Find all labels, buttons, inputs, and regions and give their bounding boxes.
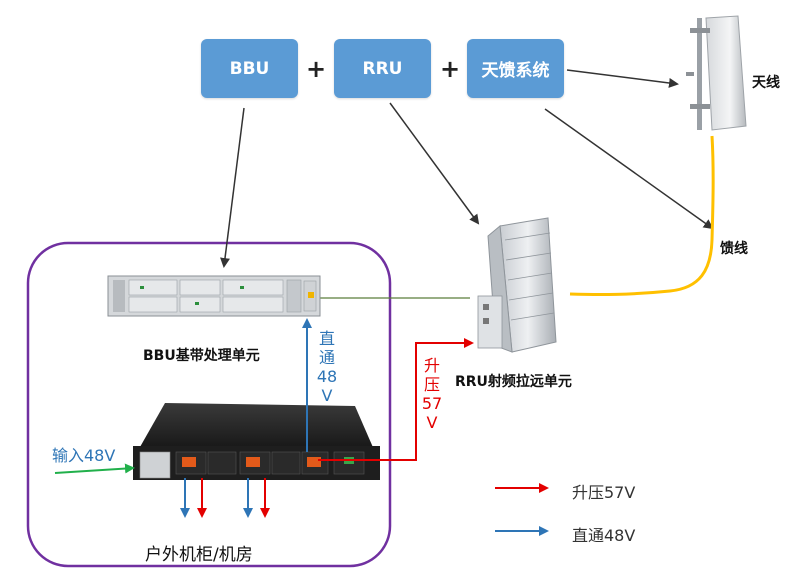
antenna-label: 天线 — [752, 75, 780, 91]
direct-char-3: 48 — [316, 367, 338, 386]
rru-box: RRU — [334, 39, 431, 98]
feeder-label: 馈线 — [720, 241, 748, 257]
arrow-feeder-to-antenna — [566, 69, 679, 88]
bbu-chassis-graphic — [107, 275, 321, 317]
direct-char-1: 直 — [318, 329, 335, 348]
boost-char-3: 57 — [421, 394, 443, 413]
boost-57v-label: 升 压 57 V — [419, 356, 445, 432]
legend-boost-label: 升压57V — [572, 483, 636, 502]
boost-line — [318, 338, 474, 461]
arrow-bbu-to-unit — [220, 107, 245, 268]
direct-char-2: 通 — [318, 348, 335, 367]
plus-sign-1: + — [306, 55, 327, 83]
input-label: 输入48V — [52, 446, 116, 465]
direct-char-4: V — [321, 386, 333, 405]
bbu-unit-label: BBU基带处理单元 — [143, 348, 260, 364]
rru-unit-label: RRU射频拉远单元 — [455, 374, 572, 390]
feeder-system-box: 天馈系统 — [467, 39, 564, 98]
cabinet-label: 户外机柜/机房 — [145, 545, 253, 565]
arrow-rru-to-unit — [389, 102, 480, 225]
boost-char-2: 压 — [423, 375, 440, 394]
bbu-box: BBU — [201, 39, 298, 98]
cabinet-frame — [26, 241, 392, 568]
feeder-system-box-label: 天馈系统 — [481, 61, 550, 81]
rru-graphic — [477, 217, 557, 353]
direct-48v-label: 直 通 48 V — [314, 329, 340, 405]
bbu-box-label: BBU — [229, 58, 270, 79]
antenna-graphic — [686, 15, 747, 131]
feeder-cable — [569, 135, 715, 297]
rru-box-label: RRU — [362, 58, 403, 79]
plus-sign-2: + — [440, 55, 461, 83]
power-unit-graphic — [133, 403, 380, 480]
legend-direct-label: 直通48V — [572, 526, 636, 545]
input-line — [54, 463, 135, 474]
arrow-feeder-to-cable — [544, 108, 714, 230]
boost-char-4: V — [426, 413, 438, 432]
boost-char-1: 升 — [423, 356, 440, 375]
